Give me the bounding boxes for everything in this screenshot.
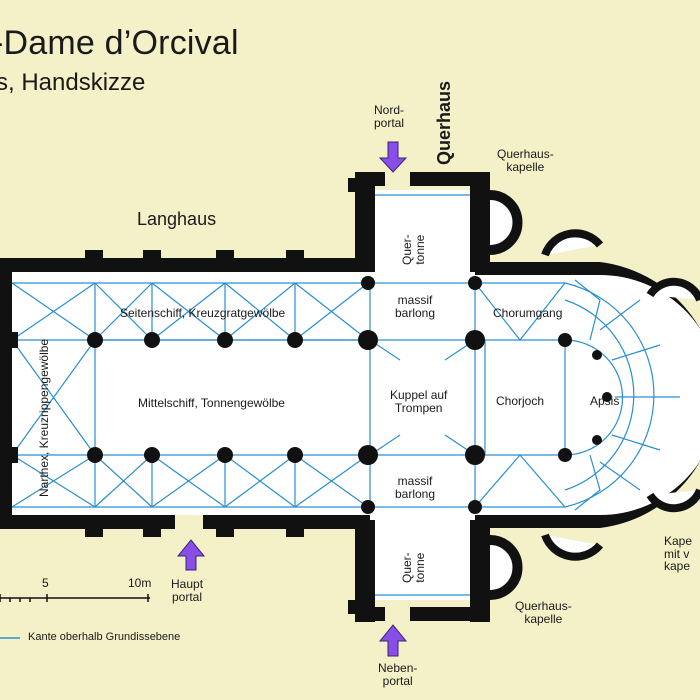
page-title: -Dame d’Orcival	[0, 24, 239, 62]
label-apsis: Apsis	[590, 394, 620, 408]
scale-tick-5: 5	[42, 576, 49, 590]
arrow-nebenportal	[378, 624, 408, 657]
label-kapelle-cut: Kape mit v kape	[664, 534, 693, 574]
legend-label: Kante oberhalb Grundissebene	[28, 631, 181, 643]
label-querhaus: Querhaus	[434, 80, 454, 165]
label-narthex: Narthex, Kreuzrippengewölbe	[37, 338, 51, 497]
chapels	[489, 190, 700, 600]
label-chorjoch: Chorjoch	[496, 394, 545, 408]
arrow-nordportal	[378, 141, 408, 173]
vault-lines	[10, 194, 680, 596]
label-quertonne-top: Quer- tonne	[400, 234, 427, 265]
scale-tick-10: 10m	[128, 576, 152, 590]
label-querhauskapelle-bottom: Querhaus- kapelle	[515, 599, 572, 626]
label-querhauskapelle-top: Querhaus- kapelle	[497, 147, 554, 174]
label-massif-barlong-top: massif barlong	[395, 293, 436, 320]
label-quertonne-bottom: Quer- tonne	[400, 552, 427, 583]
label-seitenschiff: Seitenschiff, Kreuzgratgewölbe	[120, 306, 286, 320]
portal-arrows	[176, 141, 408, 657]
label-nordportal: Nord- portal	[374, 103, 405, 130]
label-massif-barlong-bottom: massif barlong	[395, 474, 436, 501]
arrow-hauptportal	[176, 539, 206, 571]
label-mittelschiff: Mittelschiff, Tonnengewölbe	[138, 396, 285, 410]
label-kuppel: Kuppel auf Trompen	[390, 388, 448, 415]
label-chorumgang: Chorumgang	[493, 306, 563, 320]
portal-openings	[175, 172, 410, 621]
scale-bar	[0, 594, 150, 602]
label-langhaus: Langhaus	[137, 209, 217, 229]
label-hauptportal: Haupt portal	[171, 577, 204, 604]
page-subtitle: s, Handskizze	[0, 69, 146, 96]
label-nebenportal: Neben- portal	[378, 661, 418, 688]
